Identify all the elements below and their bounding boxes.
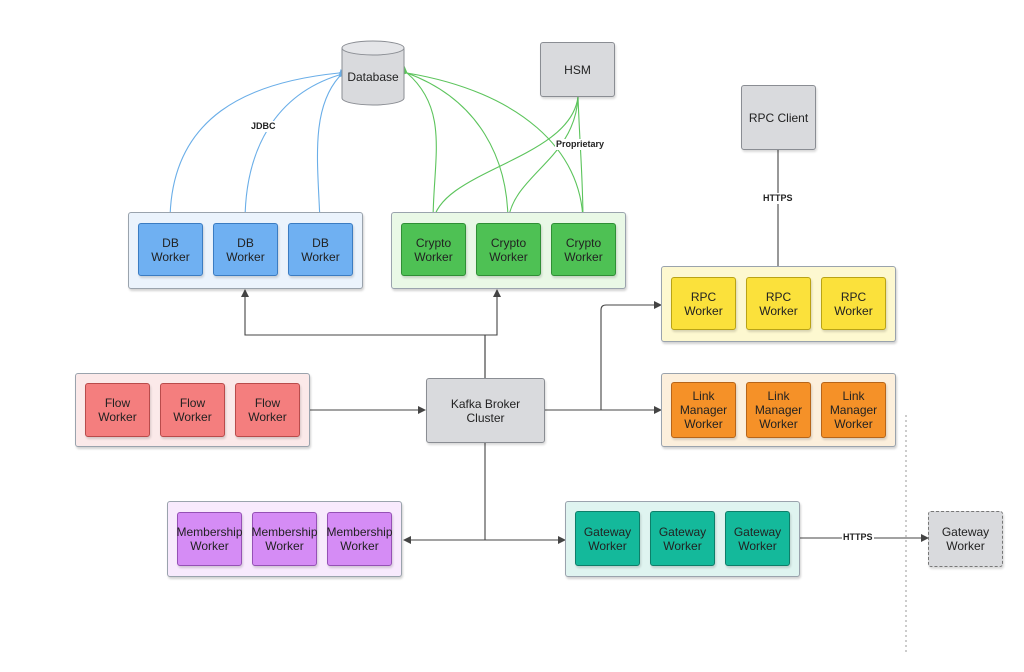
jdbc-label: JDBC	[250, 121, 277, 132]
link-manager-worker: Link Manager Worker	[746, 382, 811, 438]
kafka-to-crypto-group	[481, 289, 501, 385]
proprietary-label: Proprietary	[555, 139, 606, 150]
membership-worker: Membership Worker	[326, 512, 393, 566]
flow-worker: Flow Worker	[85, 383, 150, 437]
gateway-worker: Gateway Worker	[650, 511, 715, 566]
jdbc-connectors	[166, 68, 347, 223]
crypto-worker: Crypto Worker	[401, 223, 466, 276]
db-worker: DB Worker	[138, 223, 203, 276]
rpc-worker: RPC Worker	[671, 277, 736, 330]
database-label: Database	[347, 70, 399, 84]
rpc-client-node: RPC Client	[741, 85, 816, 150]
gateway-worker: Gateway Worker	[575, 511, 640, 566]
db-crypto-edge-3	[399, 67, 587, 223]
db-crypto-edge-2	[399, 66, 512, 223]
link-manager-worker: Link Manager Worker	[821, 382, 886, 438]
database-cylinder	[341, 40, 405, 106]
jdbc-edge-db-worker-3	[315, 69, 347, 223]
kafka-broker-cluster: Kafka Broker Cluster	[426, 378, 545, 443]
membership-worker: Membership Worker	[176, 512, 243, 566]
flow-worker: Flow Worker	[160, 383, 225, 437]
jdbc-edge-db-worker-2	[241, 69, 347, 223]
kafka-to-db-group	[241, 289, 486, 378]
membership-worker: Membership Worker	[251, 512, 318, 566]
hsm-crypto-edge-3	[573, 89, 584, 223]
kafka-rpc-edge	[600, 301, 662, 410]
crypto-worker: Crypto Worker	[551, 223, 616, 276]
rpc-worker: RPC Worker	[746, 277, 811, 330]
db-worker: DB Worker	[288, 223, 353, 276]
db-crypto-edge-1	[399, 65, 438, 223]
hsm-crypto-edge-1	[432, 89, 583, 223]
crypto-connectors	[399, 65, 587, 223]
link-manager-worker: Link Manager Worker	[671, 382, 736, 438]
flow-worker: Flow Worker	[235, 383, 300, 437]
rpc-worker: RPC Worker	[821, 277, 886, 330]
crypto-worker: Crypto Worker	[476, 223, 541, 276]
gateway-worker: Gateway Worker	[725, 511, 790, 566]
hsm-crypto-edge-2	[507, 89, 583, 223]
jdbc-edge-db-worker-1	[166, 68, 347, 223]
hsm-node: HSM	[540, 42, 615, 97]
https-gateway-label: HTTPS	[842, 532, 874, 543]
external-gateway-worker: Gateway Worker	[928, 511, 1003, 567]
db-worker: DB Worker	[213, 223, 278, 276]
kafka-connectors	[241, 150, 929, 544]
https-rpc-label: HTTPS	[762, 193, 794, 204]
